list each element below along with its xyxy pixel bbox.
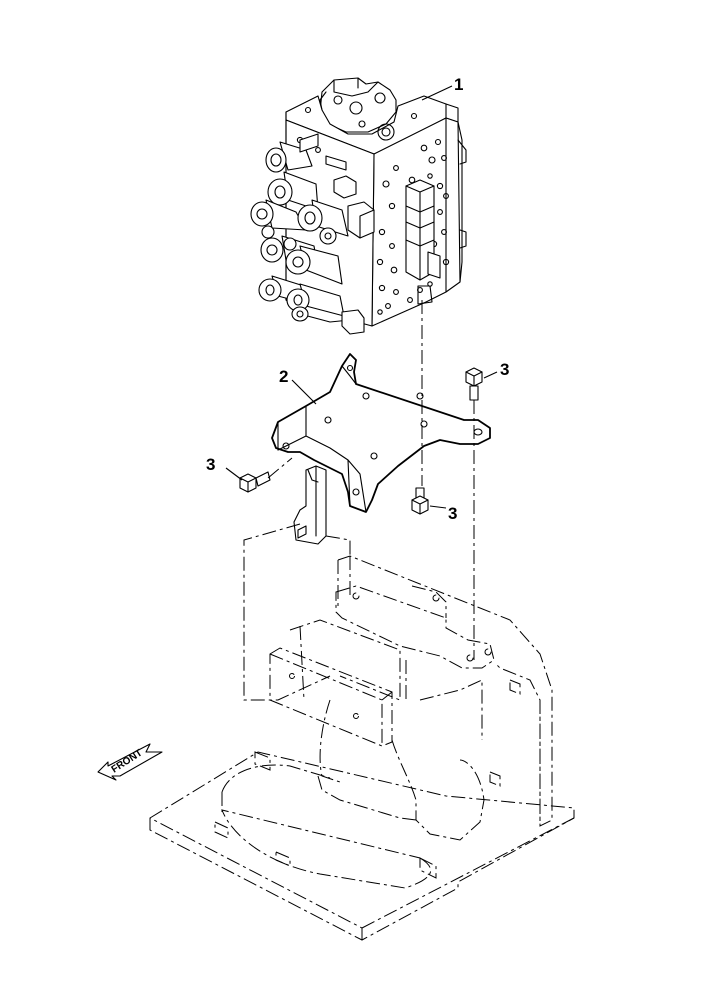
callout-2: 2 <box>279 367 288 386</box>
callout-3-left: 3 <box>206 455 215 474</box>
base-frame <box>149 555 575 941</box>
front-direction-arrow-icon: FRONT <box>97 743 163 781</box>
callout-3-upper-right: 3 <box>500 360 509 379</box>
mounting-bracket <box>271 353 491 545</box>
control-valve <box>250 77 467 335</box>
alignment-lines <box>243 300 475 701</box>
bolt-lower <box>411 487 429 515</box>
callout-3-lower: 3 <box>448 504 457 523</box>
bolt-upper-right <box>465 367 483 401</box>
callout-leaders <box>225 85 498 509</box>
bolt-left <box>239 471 271 493</box>
callout-1: 1 <box>454 75 463 94</box>
